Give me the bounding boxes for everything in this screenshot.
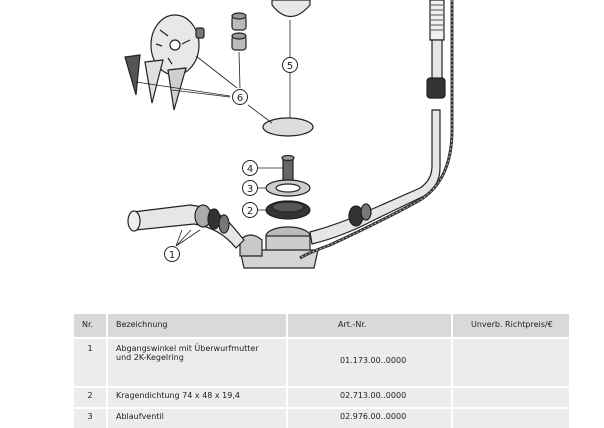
row-price bbox=[451, 386, 569, 408]
row-bezeichnung: Kragendichtung 74 x 48 x 19,4 bbox=[106, 386, 287, 408]
callout-1: 1 bbox=[164, 246, 180, 262]
overflow-knob-part bbox=[271, 0, 311, 18]
bowden-cable-core bbox=[299, 0, 453, 259]
drain-valve-housing bbox=[239, 226, 319, 269]
callout-2: 2 bbox=[242, 202, 258, 218]
table-row: 2 Kragendichtung 74 x 48 x 19,4 02.713.0… bbox=[72, 386, 569, 408]
overflow-hose bbox=[309, 0, 446, 245]
parts-table: Nr. Bezeichnung Art.-Nr. Unverb. Richtpr… bbox=[72, 314, 569, 428]
row-bezeichnung: Ablaufventil bbox=[106, 407, 287, 428]
outlet-elbow-pipe bbox=[127, 204, 245, 249]
callout-6: 6 bbox=[232, 89, 248, 105]
svg-text:5: 5 bbox=[287, 61, 293, 72]
seal-part bbox=[265, 200, 311, 220]
table-header-row: Nr. Bezeichnung Art.-Nr. Unverb. Richtpr… bbox=[72, 314, 569, 338]
svg-text:6: 6 bbox=[237, 93, 243, 104]
svg-text:3: 3 bbox=[247, 184, 253, 195]
table-row: 3 Ablaufventil 02.976.00..0000 bbox=[72, 407, 569, 428]
lever-handle-parts bbox=[124, 54, 187, 111]
table-row: 1 Abgangswinkel mit Überwurfmutter und 2… bbox=[72, 337, 569, 387]
plug-disc-part bbox=[262, 117, 314, 137]
leader-lines bbox=[135, 20, 291, 247]
callout-5: 5 bbox=[282, 57, 298, 73]
header-bezeichnung: Bezeichnung bbox=[106, 314, 287, 338]
callout-4: 4 bbox=[242, 160, 258, 176]
exploded-parts-diagram: 1 2 3 4 5 6 bbox=[124, 0, 454, 269]
header-art-nr: Art.-Nr. bbox=[286, 314, 452, 338]
collar-gasket-part bbox=[265, 179, 311, 197]
row-bezeichnung-line1: Abgangswinkel mit Überwurfmutter bbox=[116, 344, 259, 353]
row-nr: 2 bbox=[72, 386, 107, 408]
svg-text:4: 4 bbox=[247, 164, 253, 175]
row-bezeichnung: Abgangswinkel mit Überwurfmutter und 2K-… bbox=[106, 337, 287, 387]
svg-text:1: 1 bbox=[169, 250, 175, 261]
row-art-nr: 01.173.00..0000 bbox=[286, 337, 452, 387]
row-price bbox=[451, 407, 569, 428]
callout-3: 3 bbox=[242, 180, 258, 196]
svg-text:2: 2 bbox=[247, 206, 253, 217]
row-price bbox=[451, 337, 569, 387]
guide-piece-part bbox=[281, 154, 295, 181]
row-bezeichnung-line2: und 2K-Kegelring bbox=[116, 353, 184, 362]
row-nr: 1 bbox=[72, 337, 107, 387]
row-nr: 3 bbox=[72, 407, 107, 428]
header-richtpreis: Unverb. Richtpreis/€ bbox=[451, 314, 569, 338]
row-art-nr: 02.976.00..0000 bbox=[286, 407, 452, 428]
row-art-nr: 02.713.00..0000 bbox=[286, 386, 452, 408]
header-nr: Nr. bbox=[72, 314, 107, 338]
small-cap-parts bbox=[231, 12, 247, 51]
